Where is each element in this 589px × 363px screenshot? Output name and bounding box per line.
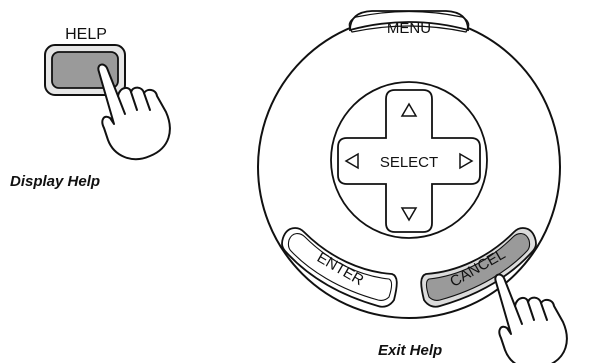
triangle-down-icon	[400, 207, 418, 222]
left-arrow-button[interactable]	[344, 152, 359, 170]
right-arrow-button[interactable]	[459, 152, 474, 170]
select-button-label: SELECT	[380, 154, 438, 171]
cancel-button[interactable]	[420, 227, 537, 308]
triangle-right-icon	[459, 152, 474, 170]
menu-button[interactable]	[348, 10, 470, 33]
down-arrow-button[interactable]	[400, 207, 418, 222]
exit-help-caption: Exit Help	[378, 342, 442, 359]
triangle-left-icon	[344, 152, 359, 170]
pointing-hand-icon	[494, 273, 568, 363]
display-help-caption: Display Help	[10, 173, 100, 190]
enter-button[interactable]	[281, 227, 398, 308]
select-pad	[330, 81, 488, 239]
help-button-label: HELP	[65, 26, 107, 43]
up-arrow-button[interactable]	[400, 102, 418, 117]
menu-button-label: MENU	[387, 20, 431, 37]
triangle-up-icon	[400, 102, 418, 117]
pointing-hand-icon	[97, 63, 171, 161]
